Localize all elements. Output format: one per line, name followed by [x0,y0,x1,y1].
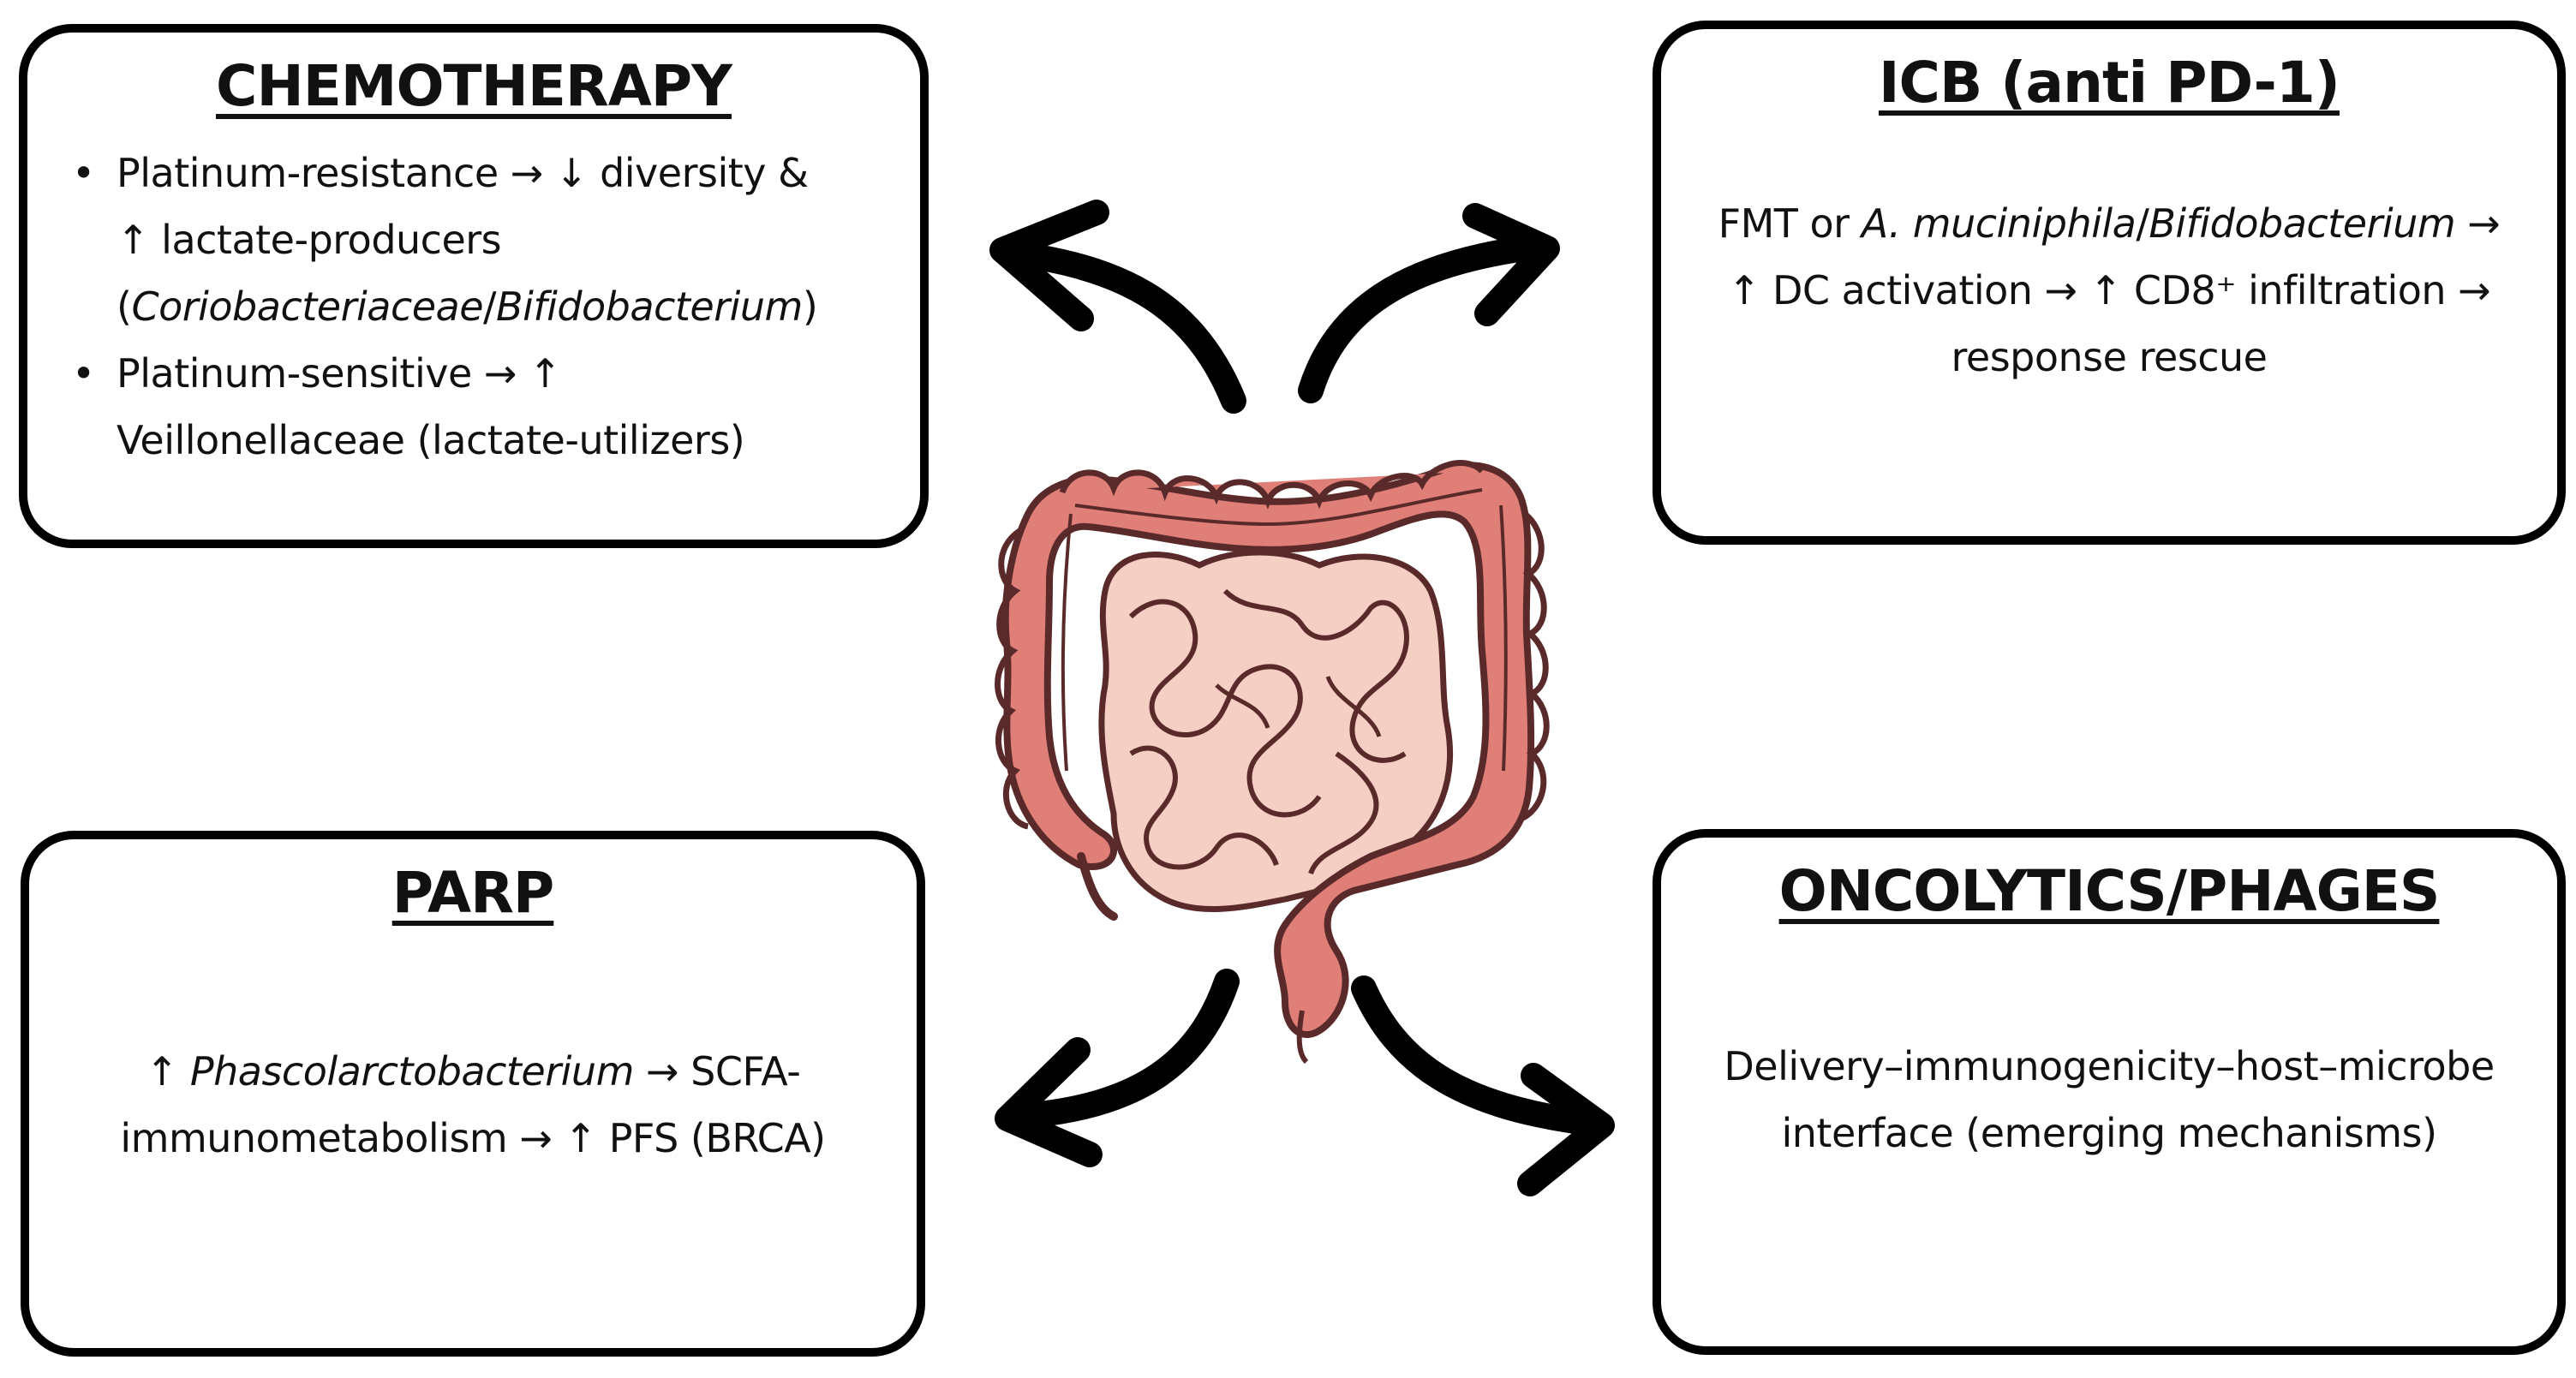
slash-separator: / [483,283,497,330]
taxon-a-muciniphila: A. muciniphila [1861,200,2137,247]
parp-line-1-suffix: → SCFA- [633,1048,801,1095]
list-item: • Platinum-sensitive → ↑ Veillonellaceae… [72,340,894,474]
list-item: • Platinum-resistance → ↓ diversity & ↑ … [72,140,894,340]
arrow-to-oncolytics [1351,975,1615,1196]
chemotherapy-bullet-1-line-2: ↑ lactate-producers [117,217,502,263]
icb-line-2: ↑ DC activation → ↑ CD8⁺ infiltration → [1727,267,2491,313]
chemotherapy-bullet-list: • Platinum-resistance → ↓ diversity & ↑ … [72,140,894,474]
chemotherapy-title: CHEMOTHERAPY [216,53,732,119]
chemotherapy-bullet-1-line-3: (Coriobacteriaceae/Bifidobacterium) [117,273,894,340]
icb-description: FMT or A. muciniphila/Bifidobacterium → … [1670,190,2549,391]
icb-panel: ICB (anti PD-1) FMT or A. muciniphila/Bi… [1653,21,2566,545]
slash-separator: / [2136,200,2149,247]
taxon-coriobacteriaceae: Coriobacteriaceae [131,283,484,330]
parp-title: PARP [391,860,555,926]
chemotherapy-bullet-2-line-2: Veillonellaceae (lactate-utilizers) [117,417,745,463]
oncolytics-description: Delivery–immunogenicity–host–microbe int… [1670,1033,2549,1166]
parp-line-1: ↑ Phascolarctobacterium → SCFA- [38,1038,908,1105]
chemotherapy-bullet-2-line-1: Platinum-sensitive → ↑ [117,350,562,397]
arrow-to-chemotherapy [989,200,1246,414]
parp-description: ↑ Phascolarctobacterium → SCFA- immunome… [38,1038,908,1172]
bullet-icon: • [72,150,95,196]
taxon-bifidobacterium: Bifidobacterium [2149,200,2456,247]
icb-line-1-prefix: FMT or [1718,200,1862,247]
parp-panel: PARP ↑ Phascolarctobacterium → SCFA- imm… [21,831,925,1357]
icb-line-3: response rescue [1951,334,2268,380]
chemotherapy-panel: CHEMOTHERAPY • Platinum-resistance → ↓ d… [19,24,929,548]
icb-line-1-suffix: → [2455,200,2501,247]
paren-open: ( [117,283,132,330]
oncolytics-panel: ONCOLYTICS/PHAGES Delivery–immunogenicit… [1653,829,2566,1355]
arrow-to-icb [1298,203,1560,403]
parp-line-1-prefix: ↑ [145,1048,190,1095]
oncolytics-line-1: Delivery–immunogenicity–host–microbe [1724,1043,2495,1089]
icb-title: ICB (anti PD-1) [1879,50,2340,116]
icb-line-1: FMT or A. muciniphila/Bifidobacterium → [1670,190,2549,257]
chemotherapy-bullet-1-line-1: Platinum-resistance → ↓ diversity & [117,150,809,196]
taxon-bifidobacterium: Bifidobacterium [496,283,803,330]
oncolytics-line-2: interface (emerging mechanisms) [1781,1110,2437,1156]
parp-line-2: immunometabolism → ↑ PFS (BRCA) [120,1115,826,1161]
arrow-to-parp [995,969,1240,1167]
oncolytics-title: ONCOLYTICS/PHAGES [1778,858,2441,924]
intestine-illustration-icon [995,460,1550,1065]
taxon-phascolarctobacterium: Phascolarctobacterium [189,1048,635,1095]
paren-close: ) [802,283,818,330]
bullet-icon: • [72,350,95,397]
